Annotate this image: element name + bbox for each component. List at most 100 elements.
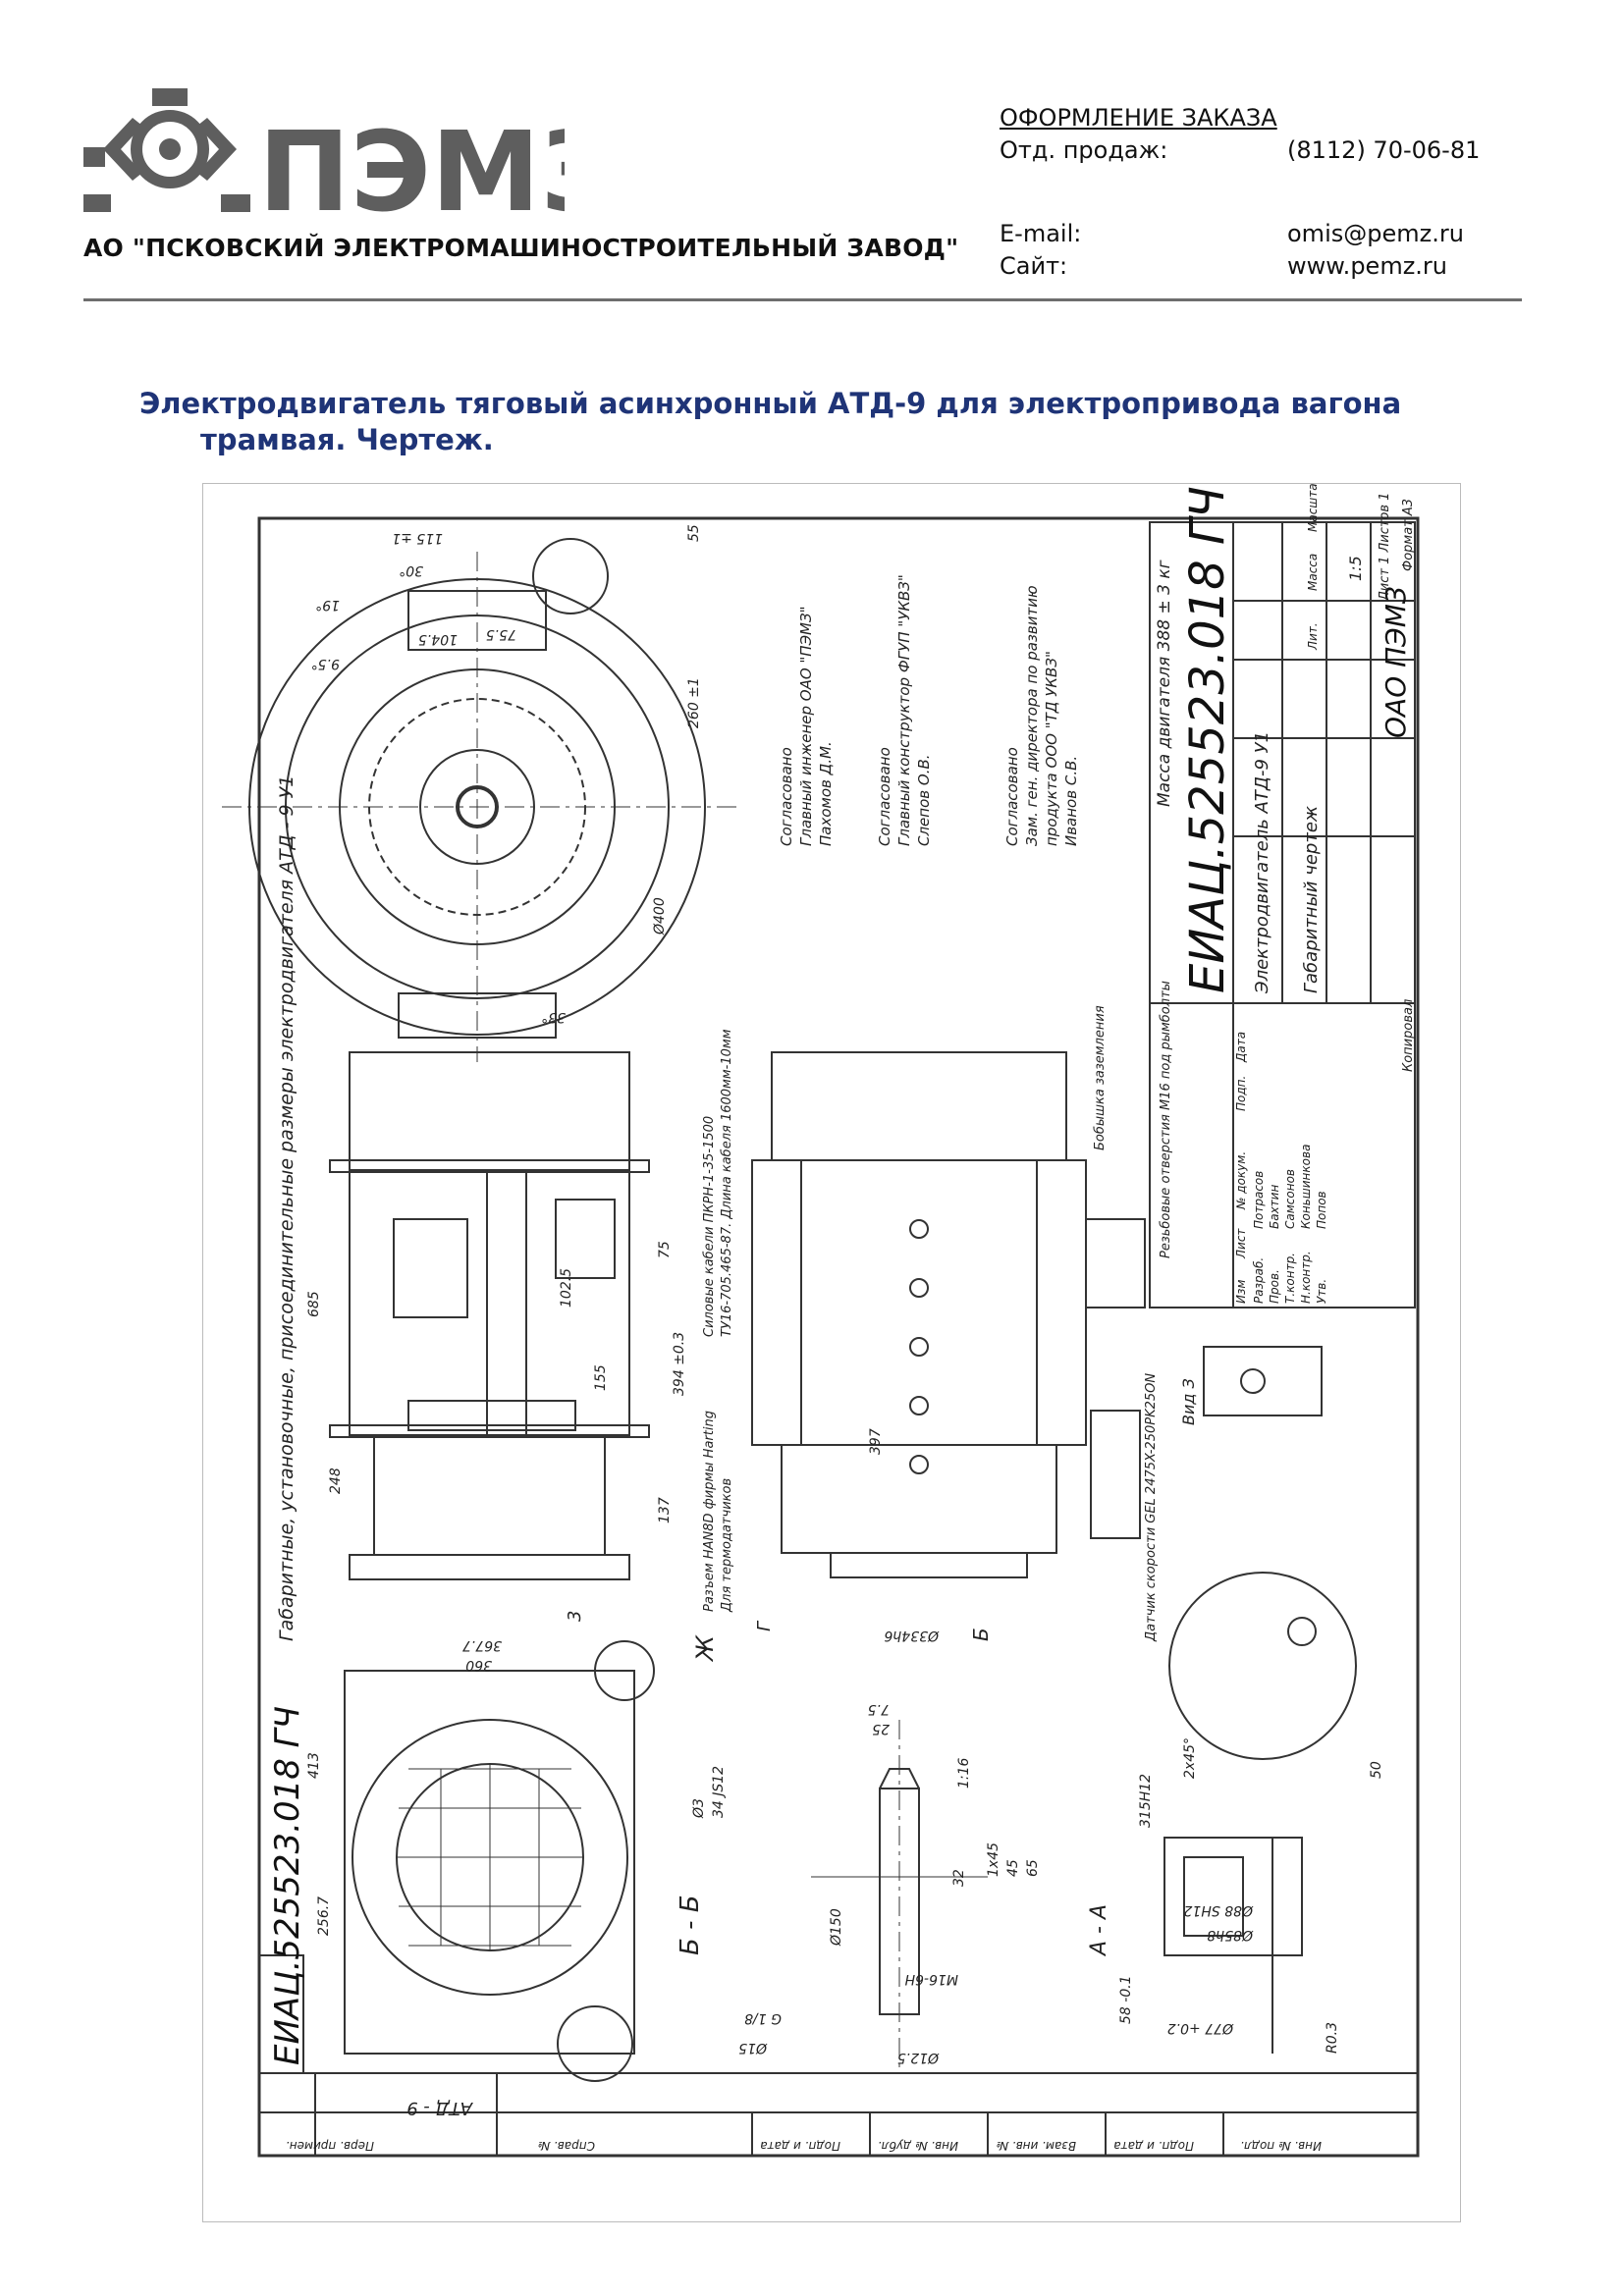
company-name: АО "ПСКОВСКИЙ ЭЛЕКТРОМАШИНОСТРОИТЕЛЬНЫЙ … [83, 234, 959, 262]
section-label-3: 3 [565, 1611, 585, 1622]
dim-d88: Ø88 SH12 [1183, 1902, 1254, 1918]
tb-header-scale: Масштаб [1306, 483, 1320, 532]
title-line-1: Электродвигатель тяговый асинхронный АТД… [139, 387, 1402, 420]
dim-137: 137 [657, 1497, 673, 1523]
section-a-a [1163, 1837, 1303, 2054]
section-label-zh: Ж [691, 1634, 719, 1663]
approval-7: Согласовано [1003, 747, 1021, 846]
dim-256-7: 256.7 [316, 1896, 332, 1936]
dim-315h12: 315H12 [1138, 1774, 1154, 1828]
dim-d85h8: Ø85h8 [1207, 1927, 1254, 1943]
end-view-top [222, 538, 742, 1062]
page-title: Электродвигатель тяговый асинхронный АТД… [139, 386, 1534, 458]
tb-role-2: Пров. [1268, 1269, 1281, 1304]
dim-55: 55 [686, 524, 702, 542]
approval-2: Главный инженер ОАО "ПЭМЗ" [797, 606, 815, 846]
note-3: Разъем HAN8D фирмы Harting [702, 1411, 717, 1612]
strip-label-7: Инв. № подл. [1240, 2139, 1322, 2153]
note-7: Датчик скорости GEL 2475X-250PK25ON [1144, 1373, 1159, 1642]
approval-8: Зам. ген. директора по развитию [1023, 585, 1041, 846]
dim-155: 155 [593, 1364, 609, 1391]
dim-30deg: 30° [399, 562, 423, 578]
approvals: Согласовано Главный инженер ОАО "ПЭМЗ" П… [778, 574, 1080, 846]
tb-name-3: Самсонов [1283, 1169, 1297, 1229]
section-label-aa: А - А [1087, 1904, 1111, 1957]
dim-65: 65 [1025, 1859, 1041, 1877]
tb-col-sheet: Лист [1234, 1228, 1248, 1259]
note-1: Силовые кабели ПКРН-1-35-1500 [702, 1116, 717, 1337]
tb-header-mass: Масса [1306, 554, 1320, 591]
section-labels: Б - Б А - А Ж Б Г 3 [565, 1611, 1111, 1957]
tb-col-sign: Подп. [1234, 1076, 1248, 1111]
end-view-bottom [344, 1640, 655, 2082]
site-label: Сайт: [1000, 252, 1068, 280]
approval-5: Главный конструктор ФГУП "УКВЗ" [895, 574, 913, 846]
notes: Силовые кабели ПКРН-1-35-1500 ТУ16-705.4… [702, 981, 1198, 1642]
dim-360: 360 [465, 1657, 492, 1673]
dim-1x45: 1x45 [986, 1842, 1001, 1877]
approval-9: продукта ООО "ТД УКВЗ" [1043, 651, 1060, 846]
side-title: Габаритные, установочные, присоединитель… [276, 775, 298, 1641]
section-label-bb: Б - Б [676, 1895, 705, 1955]
strip-label-1: Перв. примен. [286, 2139, 374, 2153]
format-label: Формат А3 [1401, 499, 1416, 571]
note-2: ТУ16-705.465-87. Длина кабеля 1600мм-10м… [720, 1029, 734, 1337]
tb-role-3: Т.контр. [1283, 1253, 1297, 1304]
drawing-number: ЕИАЦ.525523.018 ГЧ [1180, 486, 1235, 993]
bottom-strip [258, 1954, 1419, 2157]
section-label-g: Г [754, 1620, 775, 1631]
tb-col-date: Дата [1234, 1032, 1248, 1063]
tb-name-2: Бахтин [1268, 1185, 1281, 1229]
strip-label-4: Инв. № дубл. [878, 2139, 958, 2153]
dim-45: 45 [1005, 1859, 1021, 1877]
tb-header: Лит. Масса Масштаб [1306, 483, 1320, 651]
tb-role-1: Разраб. [1252, 1257, 1266, 1304]
sheet-info: Лист 1 Листов 1 [1378, 493, 1392, 602]
pemz-logo: ПЭМЗ [83, 88, 565, 226]
tb-names: Потрасов Бахтин Самсонов Коньшинкова Поп… [1252, 1145, 1328, 1229]
product-name: Электродвигатель АТД-9 У1 [1252, 731, 1272, 994]
approval-1: Согласовано [778, 747, 795, 846]
dim-d334h6: Ø334h6 [884, 1628, 940, 1643]
tb-header-lit: Лит. [1306, 622, 1320, 651]
doc-type: Габаритный чертеж [1301, 805, 1322, 993]
shaft-section [811, 1720, 988, 2073]
detail-view [1168, 1346, 1357, 1760]
site-link[interactable]: www.pemz.ru [1287, 252, 1447, 280]
tb-name-5: Попов [1315, 1191, 1328, 1229]
tb-columns: Изм Лист № докум. Подп. Дата [1234, 1032, 1248, 1304]
dim-m16: M16-6H [904, 1971, 958, 1987]
side-view-right [751, 1051, 1146, 1578]
dim-7-5: 7.5 [868, 1701, 890, 1717]
order-title: ОФОРМЛЕНИЕ ЗАКАЗА [1000, 104, 1277, 132]
dim-32: 32 [951, 1869, 967, 1887]
dim-260: 260 ±1 [686, 677, 702, 728]
dim-248: 248 [328, 1468, 344, 1494]
dim-75: 75 [657, 1241, 673, 1258]
dim-19deg: 19° [315, 597, 340, 613]
note-8: Вид З [1179, 1378, 1198, 1425]
dim-58: 58 -0.1 [1118, 1975, 1134, 2024]
title-block [1149, 521, 1416, 1308]
dim-397: 397 [868, 1428, 884, 1455]
tb-roles: Разраб. Пров. Т.контр. Н.контр. Утв. [1252, 1251, 1328, 1304]
dim-d15: Ø15 [738, 2040, 768, 2056]
email-link[interactable]: omis@pemz.ru [1287, 220, 1464, 247]
dim-d400: Ø400 [652, 897, 668, 935]
stamp-text: АТД - 9 [406, 2098, 473, 2118]
dim-394: 394 ±0.3 [672, 1332, 687, 1396]
strip-label-6: Подп. и дата [1113, 2139, 1194, 2153]
dim-g1-8: G 1/8 [744, 2010, 782, 2026]
logo-text: ПЭМЗ [258, 109, 565, 226]
note-6: Бобышка заземления [1093, 1005, 1108, 1150]
dim-1-16: 1:16 [956, 1757, 972, 1789]
note-4: Для термодатчиков [720, 1478, 734, 1613]
strip-label-2: Справ. № [538, 2139, 595, 2153]
dim-d12-5: Ø12.5 [897, 2050, 940, 2065]
dim-115: 115 ±1 [392, 530, 443, 546]
approval-10: Иванов С.В. [1062, 756, 1080, 846]
organization-name: ОАО ПЭМЗ [1380, 586, 1412, 738]
tb-col-doc: № докум. [1234, 1151, 1248, 1210]
dim-9-5deg: 9.5° [311, 656, 340, 671]
approval-4: Согласовано [876, 747, 893, 846]
